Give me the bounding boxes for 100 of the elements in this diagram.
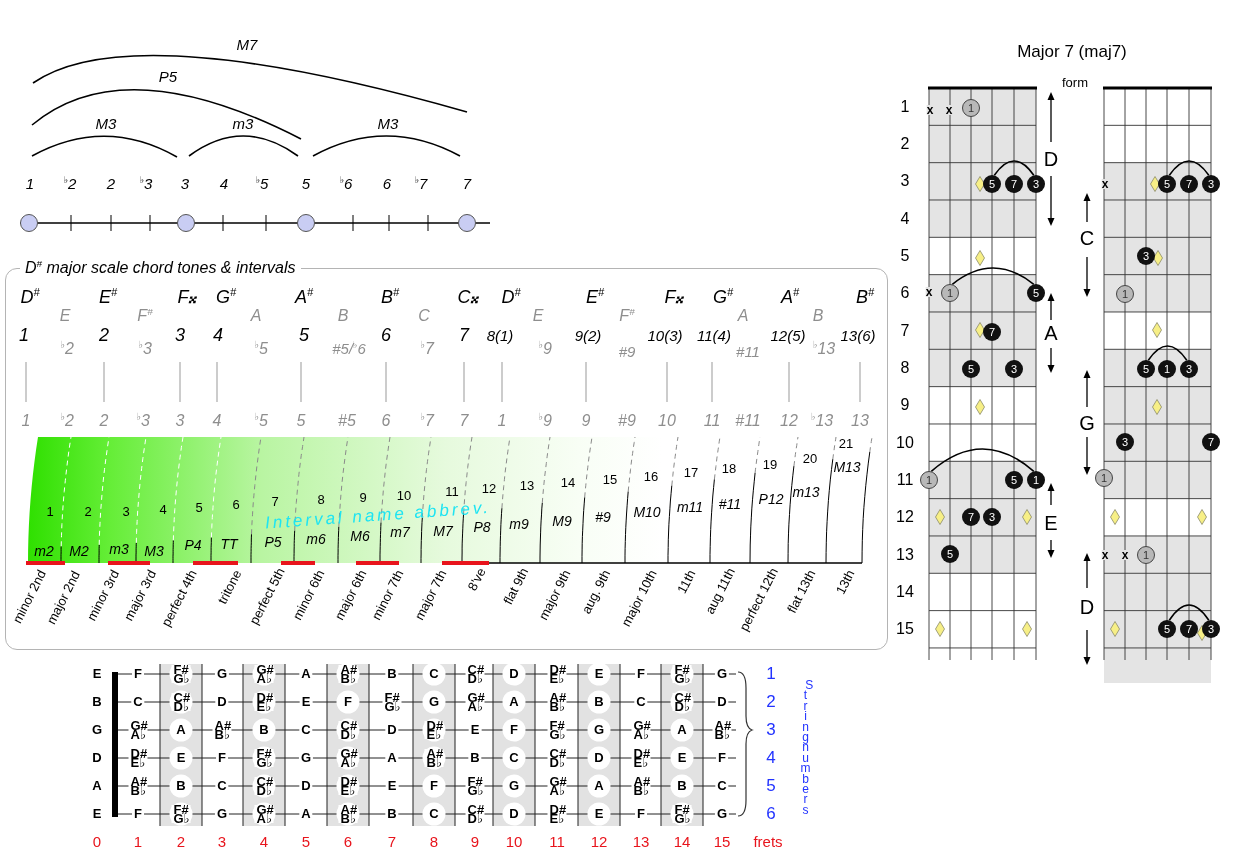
string-number: 3 (766, 720, 776, 740)
note-name: A# B♭ (128, 777, 148, 795)
scale-degree: 9(2) (574, 327, 602, 345)
interval-name: minor 2nd (10, 567, 50, 626)
scale-degree: #5/$^{♭}$6 (332, 340, 366, 358)
note-name: C# D♭ (465, 665, 485, 683)
note-name: B (812, 307, 824, 325)
scale-degree: $^{♭}$9 (538, 340, 552, 358)
scale-degree: $^{♭}$5 (255, 175, 269, 193)
note-name: A# B♭ (212, 721, 232, 739)
note-name: B$^{#}$ (855, 288, 875, 308)
scale-degree: 10 (658, 412, 676, 430)
note-name: D# E♭ (338, 777, 358, 795)
note-name: F$^{#}$ (619, 307, 635, 325)
scale-degree: $^{♭}$3 (136, 412, 150, 430)
note-name: A (737, 307, 749, 325)
fret-number: 15 (713, 833, 731, 851)
note-name: D# E♭ (128, 749, 148, 767)
fret-number: 2 (900, 135, 910, 153)
note-name: C# D♭ (171, 693, 191, 711)
scale-degree: $^{♭}$9 (538, 412, 552, 430)
interval-label: P5 (158, 68, 178, 86)
scale-degree: 6 (381, 326, 391, 346)
note-name: D# E♭ (547, 805, 567, 823)
interval-label: m3 (232, 115, 254, 133)
scale-degree: $^{♭}$2 (63, 175, 77, 193)
fret-number: 11 (896, 471, 914, 489)
note-name: G# A♭ (338, 749, 358, 767)
note-name: G$^{#}$ (215, 288, 237, 308)
fret-number: 13 (632, 833, 650, 851)
note-name: G# A♭ (128, 721, 148, 739)
fret-number: 14 (673, 833, 691, 851)
chart-title: Major 7 (maj7) (1017, 42, 1127, 62)
note-name: G# A♭ (547, 777, 567, 795)
interval-name: 11th (674, 567, 699, 596)
note-name: C# D♭ (254, 777, 274, 795)
scale-degree: $^{♭}$5 (254, 340, 268, 358)
note-name: C# D♭ (547, 749, 567, 767)
note-name: D# E♭ (424, 721, 444, 739)
note-name: C# D♭ (338, 721, 358, 739)
interval-name: flat 13th (784, 567, 819, 616)
form-letter: A (1044, 322, 1058, 344)
note-name: C (418, 307, 430, 325)
scale-degree: #5 (338, 412, 356, 430)
interval-name: minor 3rd (84, 567, 123, 624)
fret-number: 3 (217, 833, 227, 851)
scale-degree: 12 (780, 412, 798, 430)
note-name: G# A♭ (631, 721, 651, 739)
scale-degree: 5 (299, 326, 309, 346)
scale-degree: 7 (462, 175, 472, 193)
interval-name: 13th (833, 567, 858, 597)
panel-heading: D$^{#}$ major scale chord tones & intervals (20, 258, 301, 278)
form-letter: E (1044, 512, 1058, 534)
string-number: 1 (766, 664, 776, 684)
scale-degree: $^{♭}$3 (139, 175, 153, 193)
scale-degree: 10(3) (647, 327, 683, 345)
scale-degree: $^{♭}$3 (138, 340, 152, 358)
scale-degree: 2 (99, 412, 109, 430)
scale-degree: 7 (459, 412, 469, 430)
interval-name: major 3rd (121, 567, 160, 624)
note-name: F𝄪 (664, 288, 684, 308)
fret-number: 10 (896, 433, 914, 452)
note-name: A$^{#}$ (780, 288, 800, 308)
scale-degree: 2 (106, 175, 116, 193)
scale-degree: 11(4) (697, 327, 731, 345)
note-name: A# B♭ (338, 665, 358, 683)
string-number: 4 (766, 748, 776, 768)
note-name: A# B♭ (338, 805, 358, 823)
scale-degree: 4 (213, 326, 223, 346)
fret-number: 3 (900, 172, 910, 191)
fret-number: 7 (900, 321, 910, 340)
scale-degree: 12(5) (770, 327, 806, 345)
fret-number: 5 (301, 833, 311, 851)
scale-degree: 13 (851, 412, 869, 430)
note-name: G# A♭ (465, 693, 485, 711)
string-number: 2 (766, 692, 776, 712)
note-name: D$^{#}$ (501, 288, 521, 308)
interval-name: major 9th (536, 567, 574, 623)
scale-degree: 13(6) (840, 327, 876, 345)
note-name: B$^{#}$ (380, 288, 400, 308)
interval-name: minor 6th (290, 567, 328, 623)
interval-name: 8've (465, 565, 489, 594)
scale-degree: 9 (581, 412, 591, 430)
scale-degree: 1 (19, 326, 29, 346)
note-name: E (532, 307, 544, 325)
note-name: D# E♭ (547, 665, 567, 683)
fret-number: 1 (900, 97, 910, 116)
fret-number: 8 (429, 833, 439, 851)
axis-title: String numbers (800, 680, 816, 816)
interval-label: M3 (377, 115, 399, 133)
note-name: A# B♭ (712, 721, 732, 739)
fret-number: 11 (549, 833, 565, 851)
scale-degree: $^{♭}$13 (812, 340, 836, 358)
scale-degree: 7 (459, 326, 469, 346)
scale-degree: $^{♭}$7 (420, 340, 434, 358)
fret-number: 5 (900, 247, 910, 265)
note-name: G$^{#}$ (712, 288, 734, 308)
fret-number: 12 (590, 833, 608, 851)
fret-number: 8 (900, 359, 910, 377)
note-name: G# A♭ (254, 805, 274, 823)
